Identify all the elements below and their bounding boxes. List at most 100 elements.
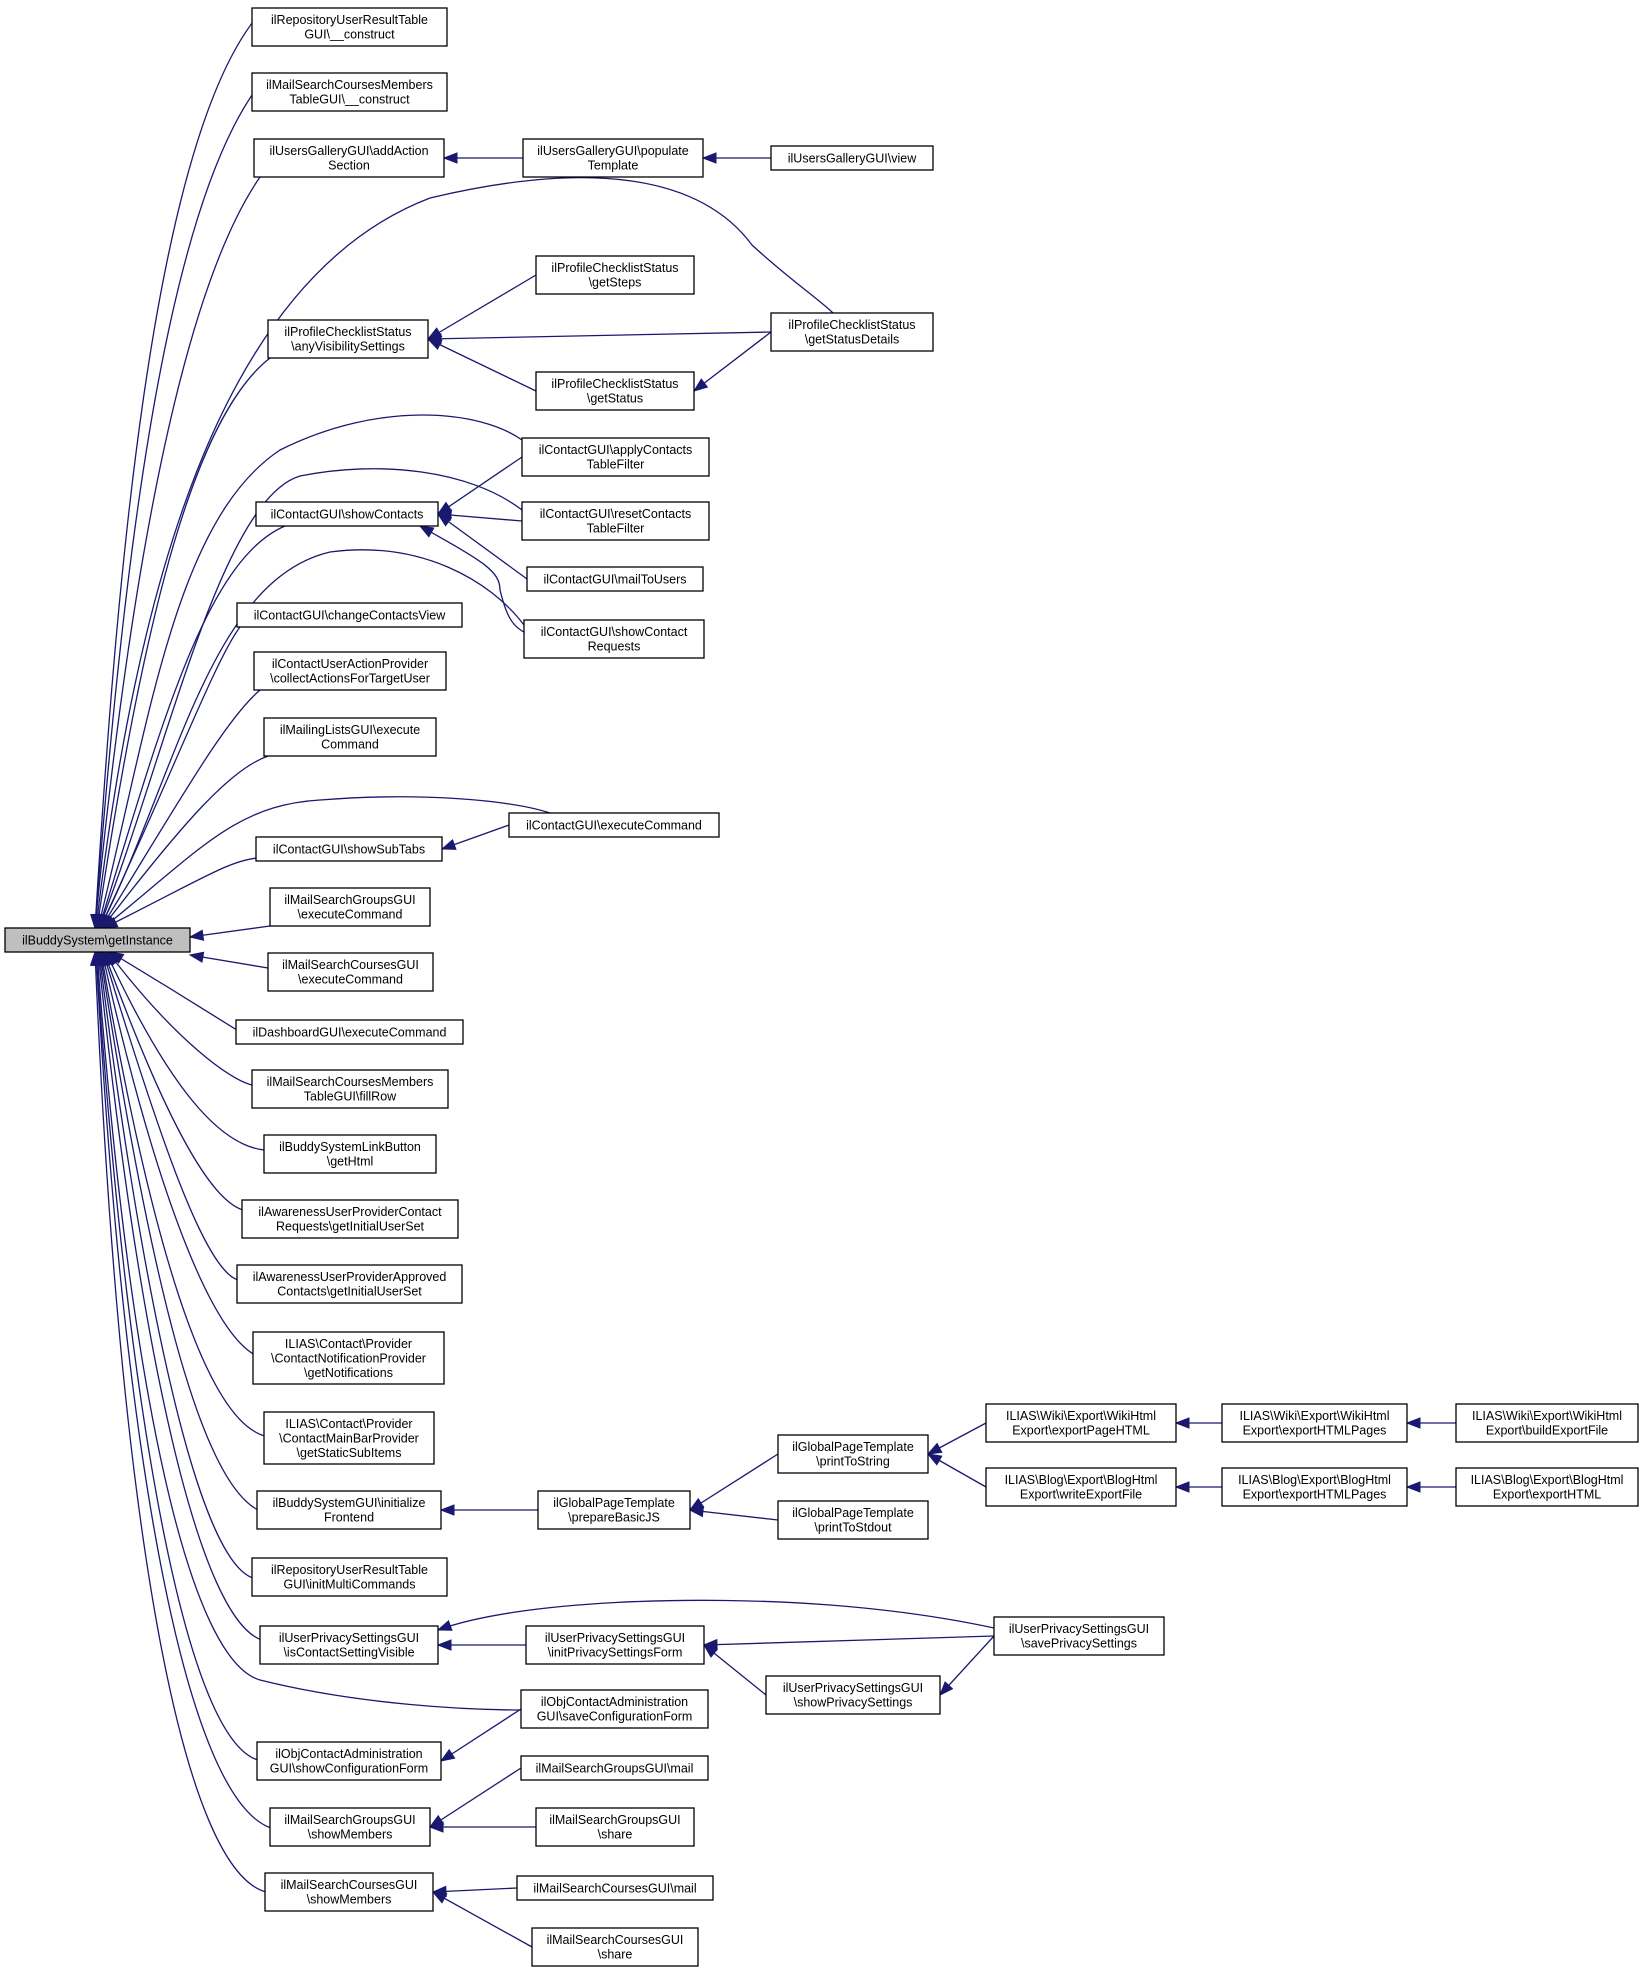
graph-node[interactable]: ilUserPrivacySettingsGUI\savePrivacySett… (993, 1616, 1165, 1656)
node-label: ilRepositoryUserResultTable (271, 13, 428, 27)
graph-node[interactable]: ilBuddySystemLinkButton\getHtml (263, 1134, 437, 1174)
graph-node[interactable]: ilMailSearchCoursesGUI\share (531, 1927, 699, 1967)
graph-node[interactable]: ilMailSearchCoursesGUI\showMembers (264, 1872, 434, 1912)
graph-node[interactable]: ilMailSearchGroupsGUI\executeCommand (269, 887, 431, 927)
node-box (535, 371, 695, 411)
edge-arrowhead (418, 525, 435, 538)
edge-arrowhead (431, 1891, 448, 1904)
graph-node[interactable]: ilMailingListsGUI\executeCommand (263, 717, 437, 757)
node-label: \ContactNotificationProvider (271, 1351, 426, 1365)
graph-node[interactable]: ilAwarenessUserProviderContactRequests\g… (241, 1199, 459, 1239)
node-label: \getSteps (589, 276, 642, 290)
graph-node[interactable]: ilMailSearchCoursesMembersTableGUI\__con… (251, 72, 448, 112)
graph-node[interactable]: ilRepositoryUserResultTableGUI\initMulti… (251, 1557, 448, 1597)
graph-node[interactable]: ilMailSearchCoursesGUI\mail (516, 1875, 714, 1901)
edge-n42-n40 (702, 1635, 995, 1651)
node-label: \ContactMainBarProvider (279, 1431, 419, 1445)
graph-node[interactable]: ilContactUserActionProvider\collectActio… (253, 651, 447, 691)
edge-n0-n16 (100, 689, 261, 930)
node-label: ilUserPrivacySettingsGUI (783, 1681, 923, 1695)
graph-node[interactable]: ilUserPrivacySettingsGUI\isContactSettin… (259, 1625, 439, 1665)
edge-n11-n13 (436, 513, 528, 580)
graph-node[interactable]: ilObjContactAdministrationGUI\showConfig… (256, 1741, 442, 1781)
node-label: ilContactGUI\executeCommand (526, 818, 702, 832)
graph-node[interactable]: ilContactGUI\mailToUsers (526, 566, 704, 592)
graph-node[interactable]: ilGlobalPageTemplate\printToString (777, 1434, 929, 1474)
graph-node[interactable]: ilContactGUI\showContacts (255, 501, 439, 527)
edge-n29-n30 (926, 1422, 987, 1455)
graph-node[interactable]: ILIAS\Blog\Export\BlogHtmlExport\writeEx… (985, 1467, 1177, 1507)
graph-node[interactable]: ILIAS\Blog\Export\BlogHtmlExport\exportH… (1455, 1467, 1639, 1507)
node-label: \showPrivacySettings (794, 1696, 913, 1710)
edge-n0-n50 (89, 950, 267, 1893)
edge-n0-n21 (188, 951, 269, 969)
node-box (520, 1755, 709, 1781)
node-box (236, 1264, 463, 1304)
graph-node[interactable]: ilUsersGalleryGUI\view (770, 145, 934, 171)
graph-node[interactable]: ilGlobalPageTemplate\printToStdout (777, 1500, 929, 1540)
node-label: Export\exportHTMLPages (1243, 1424, 1387, 1438)
graph-node[interactable]: ilMailSearchCoursesGUI\executeCommand (267, 952, 434, 992)
graph-node[interactable]: ilUserPrivacySettingsGUI\initPrivacySett… (525, 1625, 705, 1665)
edge-n0-n19 (102, 857, 259, 929)
graph-node[interactable]: ILIAS\Contact\Provider\ContactNotificati… (252, 1331, 445, 1385)
graph-node[interactable]: ILIAS\Wiki\Export\WikiHtmlExport\exportP… (985, 1403, 1177, 1443)
node-label: ilContactGUI\resetContacts (540, 507, 691, 521)
edge-arrowhead (439, 1748, 456, 1762)
graph-node[interactable]: ILIAS\Contact\Provider\ContactMainBarPro… (263, 1411, 435, 1465)
edge-line (429, 1767, 522, 1828)
graph-node[interactable]: ilContactGUI\showSubTabs (255, 836, 443, 862)
node-box (770, 312, 934, 352)
node-label: ilDashboardGUI\executeCommand (253, 1025, 447, 1039)
edge-arrowhead (688, 1505, 705, 1518)
graph-node[interactable]: ilContactGUI\executeCommand (508, 812, 720, 838)
root-node[interactable]: ilBuddySystem\getInstance (4, 927, 191, 953)
edge-line (437, 513, 528, 580)
edge-n7-n6 (426, 274, 537, 340)
graph-node[interactable]: ILIAS\Wiki\Export\WikiHtmlExport\buildEx… (1455, 1403, 1639, 1443)
edge-line (100, 951, 266, 1437)
graph-node[interactable]: ilProfileChecklistStatus\anyVisibilitySe… (267, 319, 429, 359)
graph-node[interactable]: ilProfileChecklistStatus\getSteps (535, 255, 695, 295)
graph-node[interactable]: ilDashboardGUI\executeCommand (235, 1019, 464, 1045)
edge-n0-n20 (188, 925, 271, 941)
edge-line (96, 357, 271, 929)
graph-node[interactable]: ilProfileChecklistStatus\getStatus (535, 371, 695, 411)
graph-node[interactable]: ilContactGUI\changeContactsView (236, 602, 463, 628)
edge-n30-n31 (1174, 1417, 1222, 1429)
graph-node[interactable]: ilObjContactAdministrationGUI\saveConfig… (520, 1689, 709, 1729)
graph-node[interactable]: ILIAS\Blog\Export\BlogHtmlExport\exportH… (1221, 1467, 1408, 1507)
node-label: GUI\initMultiCommands (284, 1578, 416, 1592)
node-label: Frontend (324, 1511, 374, 1525)
edge-n47-n46 (428, 1767, 522, 1828)
graph-node[interactable]: ILIAS\Wiki\Export\WikiHtmlExport\exportH… (1221, 1403, 1408, 1443)
graph-node[interactable]: ilProfileChecklistStatus\getStatusDetail… (770, 312, 934, 352)
graph-node[interactable]: ilAwarenessUserProviderApprovedContacts\… (236, 1264, 463, 1304)
node-box (4, 927, 191, 953)
graph-node[interactable]: ilMailSearchGroupsGUI\mail (520, 1755, 709, 1781)
node-label: \collectActionsForTargetUser (270, 672, 430, 686)
edge-n36-n37 (439, 1504, 538, 1516)
graph-node[interactable]: ilUserPrivacySettingsGUI\showPrivacySett… (765, 1675, 941, 1715)
node-label: \showMembers (308, 1828, 393, 1842)
node-box (253, 651, 447, 691)
graph-node[interactable]: ilMailSearchGroupsGUI\showMembers (269, 1807, 431, 1847)
node-box (1455, 1467, 1639, 1507)
node-label: ilUserPrivacySettingsGUI (279, 1631, 419, 1645)
node-box (241, 1199, 459, 1239)
node-label: ilMailSearchCoursesMembers (266, 78, 433, 92)
graph-node[interactable]: ilMailSearchCoursesMembersTableGUI\fillR… (251, 1069, 449, 1109)
graph-node[interactable]: ilGlobalPageTemplate\prepareBasicJS (537, 1490, 691, 1530)
graph-node[interactable]: ilMailSearchGroupsGUI\share (535, 1807, 695, 1847)
node-box (516, 1875, 714, 1901)
edge-arrowhead (428, 1821, 444, 1833)
edge-line (102, 951, 239, 1281)
graph-node[interactable]: ilRepositoryUserResultTableGUI\__constru… (251, 7, 448, 47)
